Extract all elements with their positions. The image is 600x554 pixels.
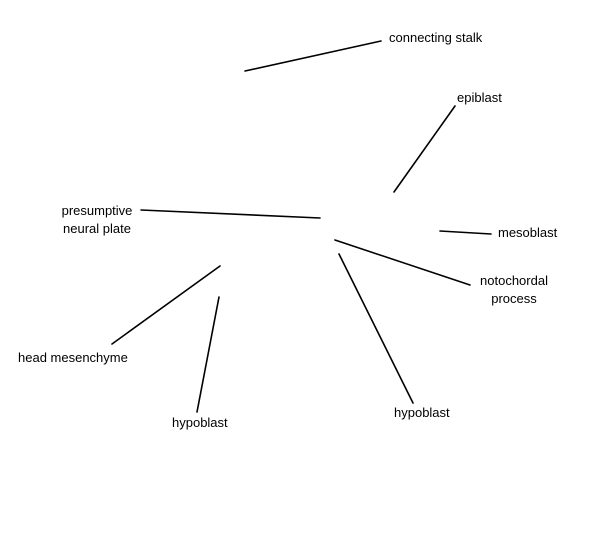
- hypoblast-right-leader-line: [338, 253, 414, 404]
- hypoblast-left-label: hypoblast: [172, 415, 228, 430]
- head-mesenchyme-label: head mesenchyme: [18, 350, 128, 365]
- notochordal-process-line-1: notochordal: [480, 273, 548, 288]
- hypoblast-left-leader-line: [196, 296, 220, 413]
- notochordal-process-leader-line: [334, 239, 471, 286]
- presumptive-neural-plate-line-1: presumptive: [61, 203, 133, 218]
- connecting-stalk-label: connecting stalk: [389, 30, 483, 45]
- head-mesenchyme-leader-line: [111, 265, 221, 345]
- hypoblast-right-label: hypoblast: [394, 405, 450, 420]
- mesoblast-label: mesoblast: [498, 225, 558, 240]
- notochordal-process-label: notochordal process: [474, 272, 554, 308]
- connecting-stalk-leader-line: [244, 40, 382, 72]
- mesoblast-leader-line: [439, 230, 492, 235]
- epiblast-leader-line: [393, 105, 456, 193]
- notochordal-process-line-2: process: [491, 291, 537, 306]
- presumptive-neural-plate-label: presumptive neural plate: [56, 202, 138, 238]
- presumptive-neural-plate-leader-line: [140, 209, 321, 219]
- epiblast-label: epiblast: [457, 90, 502, 105]
- presumptive-neural-plate-line-2: neural plate: [63, 221, 131, 236]
